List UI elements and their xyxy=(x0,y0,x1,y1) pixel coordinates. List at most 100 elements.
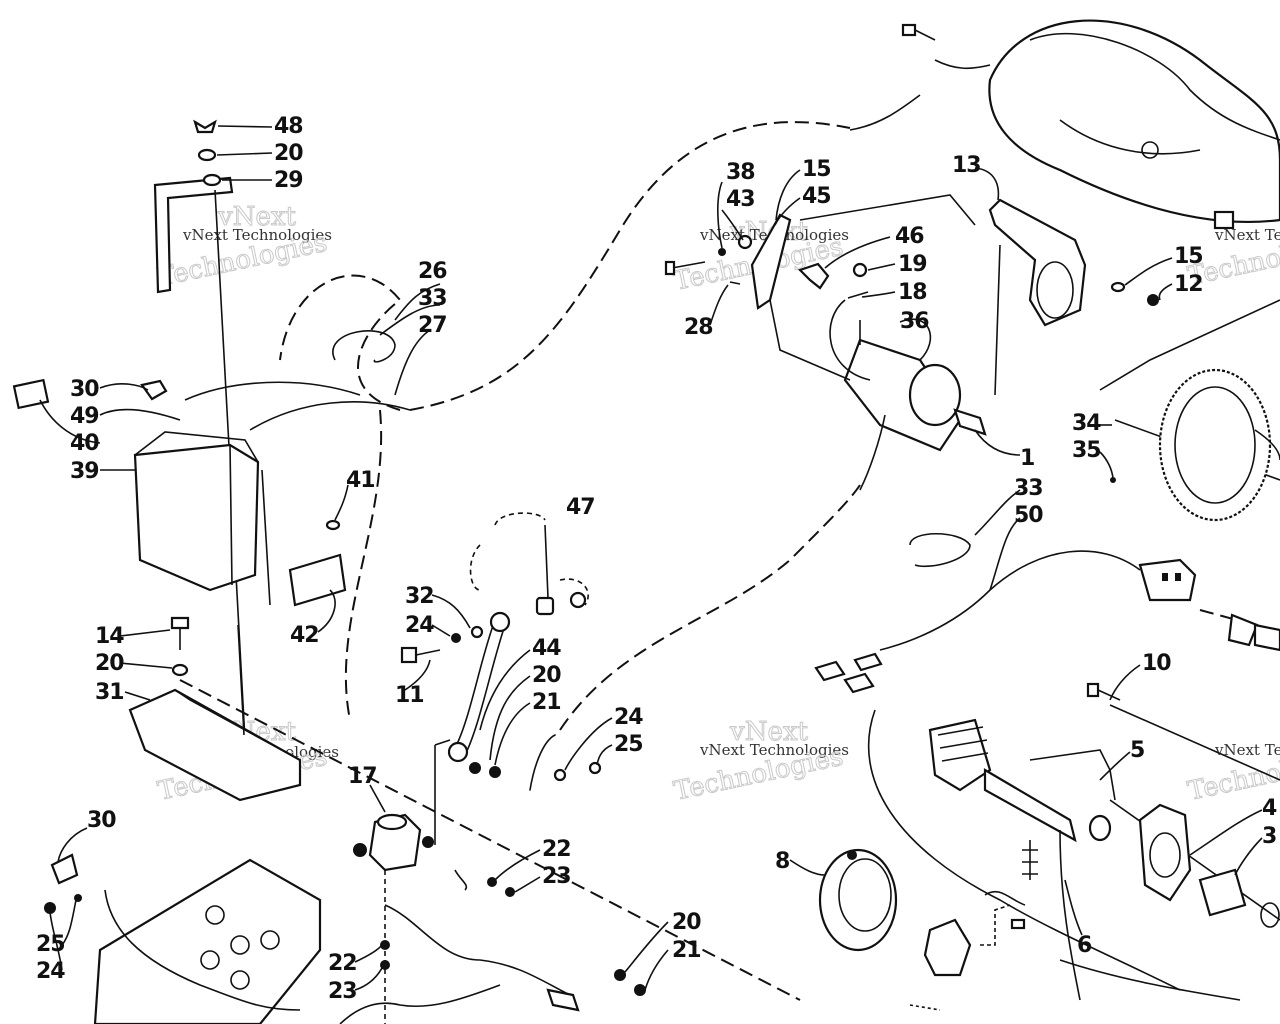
callout-46: 46 xyxy=(895,224,924,249)
brush-lead xyxy=(984,890,1026,906)
callout-48: 48 xyxy=(274,114,303,139)
callout-49: 49 xyxy=(70,404,99,429)
bolt-shaft xyxy=(1097,689,1121,701)
callout-20: 20 xyxy=(274,141,303,166)
armature-outline xyxy=(1029,749,1116,801)
callout-21: 21 xyxy=(672,938,701,963)
spade-terminal xyxy=(814,660,846,682)
nut xyxy=(380,960,390,970)
connector-pin xyxy=(1175,573,1181,581)
callout-24: 24 xyxy=(614,705,643,730)
parts-leader xyxy=(1059,829,1081,1001)
callout-45: 45 xyxy=(802,184,831,209)
mount-leader xyxy=(544,524,549,599)
callout-38: 38 xyxy=(726,160,755,185)
ground-cable xyxy=(104,889,301,1011)
screw xyxy=(909,1004,941,1011)
callout-13: 13 xyxy=(952,153,981,178)
callout-40: 40 xyxy=(70,431,99,456)
wing-nut xyxy=(193,119,217,134)
tray-lip xyxy=(174,689,301,761)
ground-strap-end xyxy=(849,94,921,131)
watermark-group: vNext vNext Technologies Technologies vN… xyxy=(155,202,1280,808)
solenoid-terminal xyxy=(422,836,434,848)
bolt-head xyxy=(1086,682,1100,698)
cable-clamp xyxy=(332,330,396,363)
callout-11: 11 xyxy=(395,683,424,708)
battery-assembly xyxy=(12,119,411,802)
connector-pin xyxy=(1162,573,1168,581)
sensor xyxy=(1227,613,1259,647)
callout-3: 3 xyxy=(1262,824,1276,849)
battery-cable-positive xyxy=(184,381,361,401)
watermark-text: vNext Technologies xyxy=(1214,226,1280,244)
callout-36: 36 xyxy=(900,309,929,334)
callout-29: 29 xyxy=(274,168,303,193)
assembly-outline xyxy=(1059,959,1241,1001)
grommet xyxy=(569,591,587,609)
threaded-rod xyxy=(237,624,245,736)
cylinder-bore xyxy=(200,950,220,970)
starter-disassembly xyxy=(818,709,1280,1011)
nut xyxy=(325,519,341,531)
nut xyxy=(588,761,602,775)
terminal-boot xyxy=(50,853,79,885)
callout-27: 27 xyxy=(418,313,447,338)
solenoid-top xyxy=(376,813,408,831)
callout-42: 42 xyxy=(290,623,319,648)
cylinder-bore xyxy=(205,905,225,925)
callout-25: 25 xyxy=(614,732,643,757)
end-cap-bolt xyxy=(847,850,857,860)
callout-28: 28 xyxy=(684,315,713,340)
callout-26: 26 xyxy=(418,259,447,284)
cable-route-left xyxy=(344,409,383,721)
link-eye xyxy=(489,611,511,633)
solenoid-assembly xyxy=(339,512,646,1024)
end-cap-inner xyxy=(838,858,892,932)
bracket-bore xyxy=(1036,261,1074,319)
solenoid-terminal xyxy=(353,843,367,857)
bolt-head xyxy=(400,646,418,664)
callout-24: 24 xyxy=(36,959,65,984)
battery-cable-negative xyxy=(249,401,411,431)
flywheel-outline xyxy=(1099,299,1280,391)
washer xyxy=(202,173,222,187)
leader-lines xyxy=(39,125,1263,991)
bolt-head xyxy=(901,23,917,37)
callout-6: 6 xyxy=(1077,933,1092,958)
harness-assembly xyxy=(814,532,1280,781)
armature xyxy=(928,718,992,792)
battery-top xyxy=(134,431,259,463)
bolt-head xyxy=(664,260,676,276)
wire-lug xyxy=(454,869,468,891)
callout-15: 15 xyxy=(1174,244,1203,269)
callout-19: 19 xyxy=(898,252,927,277)
assembly-outline xyxy=(769,194,1001,396)
callout-22: 22 xyxy=(328,951,357,976)
washer xyxy=(171,663,189,677)
drive-pinion xyxy=(1198,868,1247,917)
washer xyxy=(718,248,726,256)
bolt-shaft xyxy=(415,649,441,656)
commutator-end-cap xyxy=(818,848,898,952)
spade-terminal xyxy=(853,652,883,672)
callout-18: 18 xyxy=(898,280,927,305)
brush-plate xyxy=(923,918,972,977)
washer xyxy=(614,969,626,981)
solenoid-leader-h xyxy=(434,739,451,746)
callout-23: 23 xyxy=(328,979,357,1004)
watermark-brand: vNext xyxy=(217,202,296,232)
nut xyxy=(44,902,56,914)
washer xyxy=(451,633,461,643)
washer xyxy=(197,148,217,162)
link-eye xyxy=(447,741,469,763)
assembly-outline xyxy=(867,709,1181,991)
hold-down-strap xyxy=(153,176,234,294)
sensor-body xyxy=(1253,623,1280,652)
washer xyxy=(469,762,481,774)
link-rod xyxy=(454,619,506,756)
boot-tube xyxy=(529,734,556,791)
ground-route xyxy=(179,679,801,1001)
nut xyxy=(1147,294,1159,306)
engine-housing xyxy=(988,19,1280,224)
